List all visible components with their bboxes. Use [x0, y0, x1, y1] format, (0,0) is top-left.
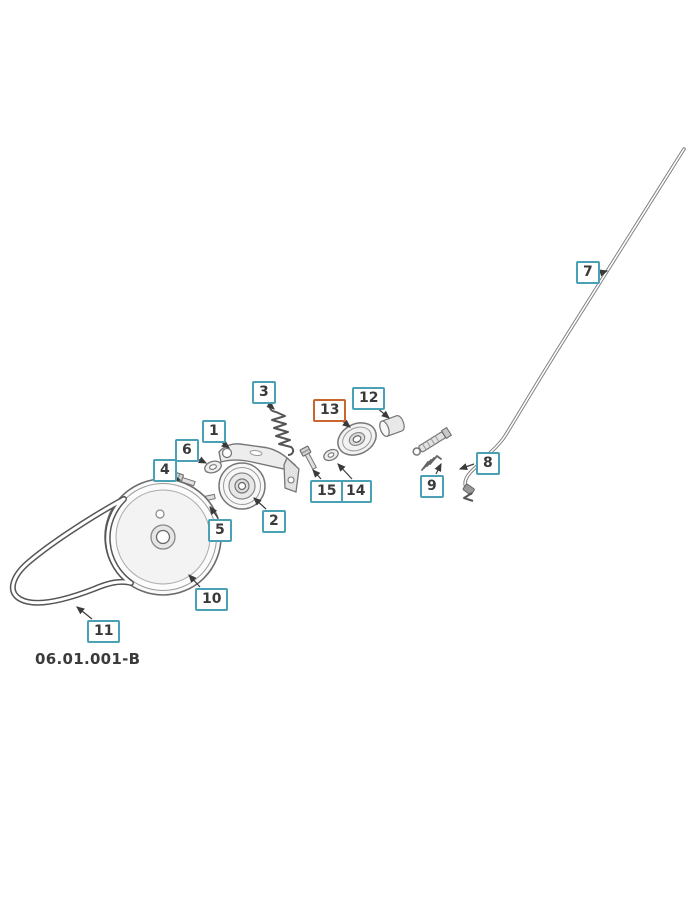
callout-10: 10 [195, 588, 229, 612]
callout-12: 12 [352, 387, 386, 411]
bolt-15-part [299, 445, 318, 470]
callout-13: 13 [313, 399, 347, 423]
drive-pulley-part [104, 478, 222, 596]
callout-4: 4 [153, 459, 177, 483]
callout-3: 3 [252, 381, 276, 405]
washer-6-part [204, 460, 222, 474]
callout-11: 11 [87, 620, 121, 644]
callout-9: 9 [420, 475, 444, 499]
spacer-part [379, 415, 405, 437]
callout-6: 6 [175, 439, 199, 463]
flat-idler-pulley-part [337, 422, 377, 456]
callout-7: 7 [576, 261, 600, 285]
callout-1: 1 [202, 420, 226, 444]
callout-8: 8 [476, 452, 500, 476]
cable-adjuster-part [412, 426, 453, 456]
diagram-code: 06.01.001-B [35, 650, 141, 668]
cable-spring-part [421, 455, 442, 471]
washer-14-part [323, 448, 339, 462]
spring-part [268, 402, 295, 456]
callout-2: 2 [262, 510, 286, 534]
callout-5: 5 [208, 519, 232, 543]
belt-part [9, 496, 134, 606]
cable-part [462, 147, 686, 502]
callout-14: 14 [339, 480, 373, 504]
callout-15: 15 [310, 480, 344, 504]
bracket-part [218, 443, 300, 493]
